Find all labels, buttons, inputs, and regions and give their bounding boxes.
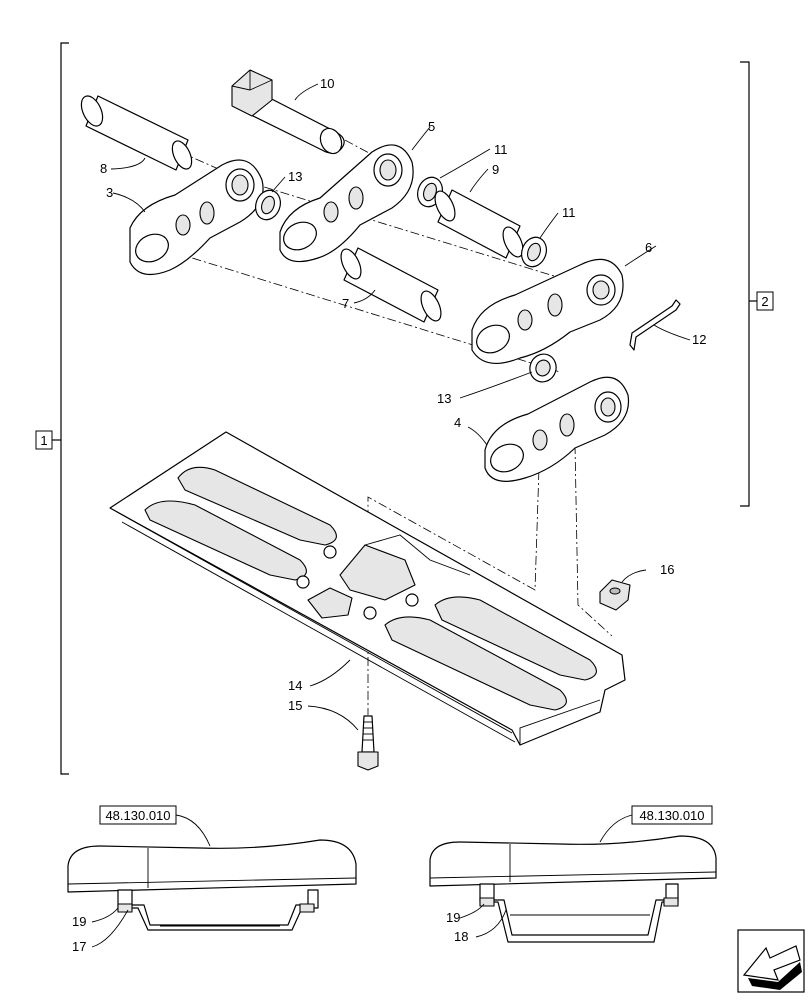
callout-5[interactable]: 5: [428, 119, 435, 134]
part-8-bushing[interactable]: [77, 93, 196, 172]
callout-15[interactable]: 15: [288, 698, 302, 713]
callout-6[interactable]: 6: [645, 240, 652, 255]
callout-leaders: [91, 83, 691, 948]
callout-10[interactable]: 10: [320, 76, 334, 91]
rubber-pad-detail-right[interactable]: [429, 835, 717, 943]
group-1-box[interactable]: [35, 430, 53, 450]
next-page-arrow-icon[interactable]: [737, 929, 805, 993]
part-13-seal-ring-upper[interactable]: [252, 187, 285, 223]
callout-8[interactable]: 8: [100, 161, 107, 176]
callout-16[interactable]: 16: [660, 562, 674, 577]
reference-left-label: 48.130.010: [105, 808, 170, 823]
part-5-track-link[interactable]: [279, 144, 414, 263]
callout-7[interactable]: 7: [342, 296, 349, 311]
callout-labels: 3 4 5 6 7 8 9 10 11 11 12 13 13 14 15 16…: [72, 76, 706, 954]
callout-19-right[interactable]: 19: [446, 910, 460, 925]
callout-11-upper[interactable]: 11: [494, 142, 508, 157]
callout-4[interactable]: 4: [454, 415, 461, 430]
group-1-label: 1: [40, 433, 47, 448]
reference-right[interactable]: 48.130.010: [599, 805, 713, 843]
group-2-box[interactable]: [756, 291, 774, 311]
group-2-label: 2: [761, 294, 768, 309]
part-13-seal-ring-lower[interactable]: [526, 350, 560, 385]
callout-13-upper[interactable]: 13: [288, 169, 302, 184]
reference-left[interactable]: 48.130.010: [99, 805, 211, 847]
part-6-track-link[interactable]: [471, 258, 624, 365]
part-11-spacer-lower[interactable]: [518, 234, 551, 270]
callout-19-left[interactable]: 19: [72, 914, 86, 929]
rubber-pad-detail-left[interactable]: [67, 839, 357, 931]
part-12-cotter-pin[interactable]: [629, 299, 681, 351]
callout-18[interactable]: 18: [454, 929, 468, 944]
part-14-track-shoe[interactable]: [109, 431, 626, 746]
part-4-track-link[interactable]: [484, 376, 630, 482]
callout-13-lower[interactable]: 13: [437, 391, 451, 406]
reference-right-label: 48.130.010: [639, 808, 704, 823]
callout-12[interactable]: 12: [692, 332, 706, 347]
callout-11-lower[interactable]: 11: [562, 205, 576, 220]
bracket-group-2: [740, 61, 750, 507]
callout-14[interactable]: 14: [288, 678, 302, 693]
part-15-bolt[interactable]: [357, 715, 379, 771]
callout-3[interactable]: 3: [106, 185, 113, 200]
part-9-bushing[interactable]: [431, 188, 527, 260]
callout-17[interactable]: 17: [72, 939, 86, 954]
part-10-master-pin[interactable]: [231, 69, 346, 157]
part-7-bushing[interactable]: [337, 246, 445, 324]
callout-9[interactable]: 9: [492, 162, 499, 177]
part-16-nut[interactable]: [599, 579, 631, 611]
part-3-track-link[interactable]: [129, 159, 264, 276]
bracket-group-1: [60, 42, 69, 775]
